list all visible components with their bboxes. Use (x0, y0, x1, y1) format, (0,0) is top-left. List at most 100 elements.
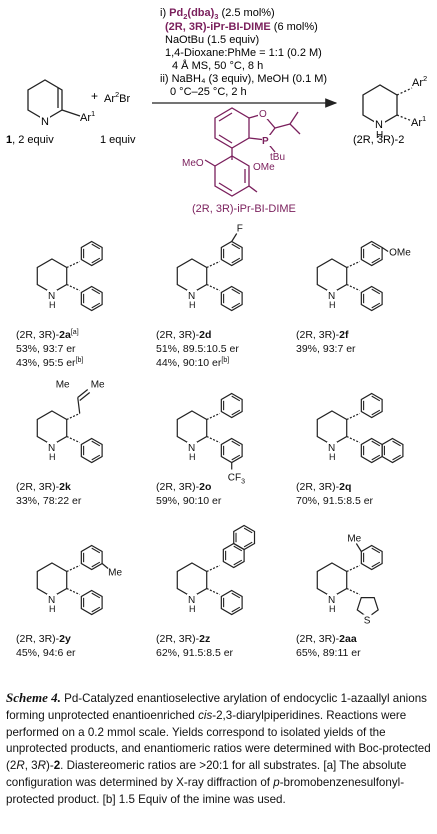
product-ar1: Ar1 (411, 114, 426, 129)
nh-h-atom: H (189, 300, 196, 310)
c2-aryl-ring-double-bond (91, 606, 101, 613)
product-label-2a: (2R, 3R)-2a[a] (16, 329, 79, 341)
product-label-2f: (2R, 3R)-2f (296, 329, 349, 341)
svg-text:4 Å MS, 50 °C, 8 h: 4 Å MS, 50 °C, 8 h (172, 59, 263, 72)
c2-aryl-bond (66, 283, 80, 292)
c2-aryl-ring (80, 285, 103, 312)
c2-aryl-bond (346, 283, 360, 292)
product-label-2z: (2R, 3R)-2z (156, 633, 210, 645)
naphthyl-ring-a-double-bond (233, 545, 243, 552)
methoxy-substituent: OMe (389, 248, 411, 259)
cf3-substituent: CF3 (228, 473, 245, 486)
caption-text-1: Pd-Catalyzed enantioselective arylation … (6, 692, 427, 722)
piperidine-ring (176, 258, 208, 294)
nh-h-atom: H (329, 452, 336, 462)
c3-aryl-bond (346, 260, 360, 269)
nh-n-atom: N (328, 595, 335, 606)
piperidine-ring (316, 562, 348, 598)
c2-aryl-ring-double-bond (231, 302, 241, 309)
c2-aryl-ring (220, 437, 243, 464)
c2-aryl-ring-double-bond (91, 454, 101, 461)
c3-aryl-ring-double-bond (371, 409, 381, 416)
nh-h-atom: H (189, 452, 196, 462)
c2-aryl-bond (206, 435, 220, 444)
caption-cis: cis (198, 708, 213, 722)
caption-text-5: . Diastereomeric ratios are >20:1 for al… (6, 759, 407, 789)
naphthyl-ring-a-double-bond (371, 440, 381, 447)
c3-aryl-bond (346, 564, 360, 573)
reaction-conditions: i) Pd2(dba)3 (2.5 mol%) (2R, 3R)-iPr-BI-… (160, 7, 327, 98)
nh-h-atom: H (49, 300, 56, 310)
product-h-atom: H (376, 130, 383, 141)
c3-aryl-bond (206, 260, 220, 269)
naphthyl-ring-a (360, 437, 383, 464)
caption-bold-2: 2 (53, 759, 61, 773)
c2-aryl-ring-double-bond (91, 440, 101, 447)
piperidine-ring (36, 258, 68, 294)
c3-aryl-ring-double-bond (231, 257, 241, 264)
c2-aryl-ring-double-bond (231, 440, 241, 447)
aryl-bromide: Ar2Br (104, 90, 131, 105)
reaction-scheme: N Ar1 1, 2 equiv + Ar2Br 1 equiv i) Pd2(… (6, 7, 427, 659)
nh-n-atom: N (48, 443, 55, 454)
c3-aryl-bond (346, 412, 360, 421)
piperidine-ring (176, 562, 208, 598)
aryl-bromide-equiv: 1 equiv (100, 134, 136, 146)
nh-n-atom: N (48, 595, 55, 606)
product-yield-2z: 62%, 91.5:8.5 er (156, 647, 234, 659)
product-label: (2R, 3R)-2 (353, 134, 404, 146)
c3-aryl-ring-double-bond (91, 561, 101, 568)
ligand-o-atom: O (259, 109, 267, 120)
c3-aryl-ring-double-bond (371, 561, 381, 568)
caption-p-italic: p (273, 775, 280, 789)
n-atom-mask (187, 442, 197, 453)
naphthyl-ring-a-double-bond (233, 559, 243, 566)
c2-aryl-ring-double-bond (231, 592, 241, 599)
alkenyl-bond (77, 397, 81, 414)
nh-h-atom: H (189, 604, 196, 614)
methyl-bond (101, 563, 109, 569)
c3-aryl-ring-double-bond (91, 243, 101, 250)
plus-sign: + (91, 89, 98, 103)
c2-aryl-ring (80, 437, 103, 464)
methyl-label-left: Me (56, 380, 70, 391)
c3-aryl-bond (66, 564, 80, 573)
product-yield-2a: 53%, 93:7 er (16, 343, 76, 355)
ligand-p-atom: P (262, 136, 269, 147)
nh-n-atom: N (48, 291, 55, 302)
piperidine-ring (36, 562, 68, 598)
nh-n-atom: N (188, 291, 195, 302)
naphthyl-ring-b-double-bond (243, 541, 253, 548)
svg-text:NaOtBu (1.5 equiv): NaOtBu (1.5 equiv) (165, 34, 259, 46)
reactant-imine-structure (27, 79, 81, 121)
caption-label: Scheme 4. (6, 690, 61, 705)
caption-r2: R (37, 759, 46, 773)
thiophene-ring (356, 597, 379, 619)
c2-aryl-ring-double-bond (91, 302, 101, 309)
c3-aryl-ring (220, 240, 243, 267)
product-yield-2aa: 65%, 89:11 er (296, 647, 361, 659)
c3-aryl-ring (80, 240, 103, 267)
c3-aryl-ring-double-bond (371, 547, 381, 554)
piperidine-ring (316, 410, 348, 446)
thiophene-s-atom: S (364, 616, 371, 627)
c2-aryl-ring (220, 285, 243, 312)
caption-text-4: )- (45, 759, 54, 773)
n-atom-mask (327, 442, 337, 453)
naphthyl-ring-b-double-bond (392, 440, 401, 447)
product-yield-2q: 70%, 91.5:8.5 er (296, 495, 374, 507)
c3-aryl-bond (206, 412, 220, 421)
fluoro-bond (231, 233, 238, 242)
piperidine-ring (36, 410, 68, 446)
nh-n-atom: N (328, 443, 335, 454)
nh-n-atom: N (188, 443, 195, 454)
c2-aryl-ring-double-bond (371, 288, 381, 295)
c3-aryl-ring-double-bond (91, 547, 101, 554)
imine-ar1: Ar1 (80, 109, 95, 124)
product-yield-2k: 33%, 78:22 er (16, 495, 82, 507)
